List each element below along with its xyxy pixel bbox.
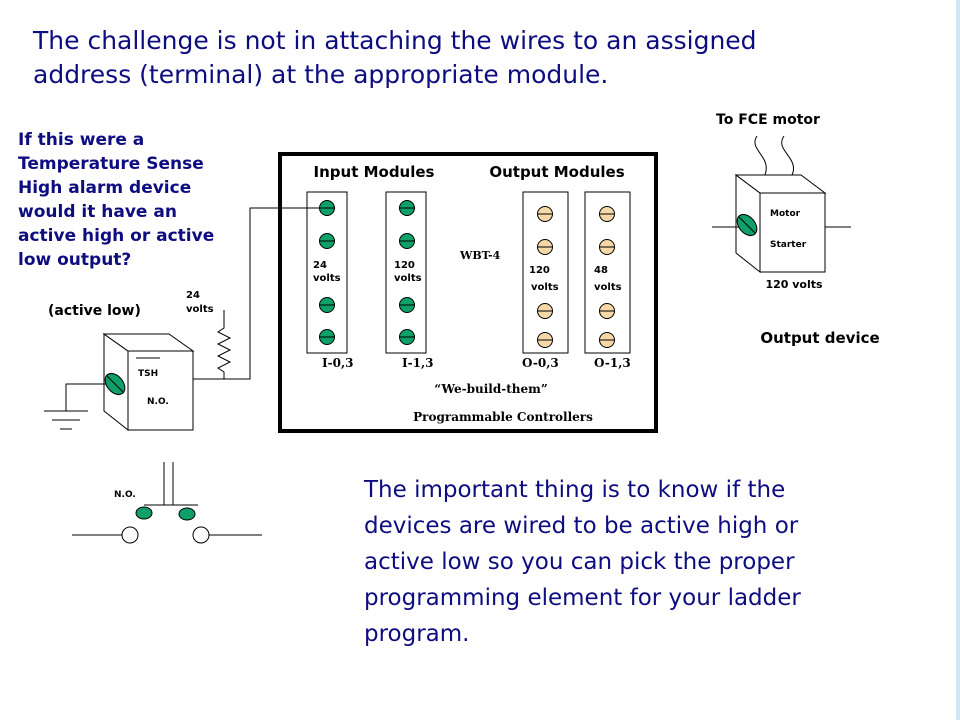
terminal-screw	[319, 233, 335, 249]
motor-terminal-screw	[736, 213, 758, 237]
input-module-i13: 120 volts I-1,3	[385, 191, 433, 370]
module-voltage-unit: volts	[313, 273, 341, 284]
ground-wire	[65, 383, 115, 411]
output-modules-label: Output Modules	[489, 163, 624, 181]
output-module-o03: 120 volts O-0,3	[522, 191, 569, 370]
slide-title: The challenge is not in attaching the wi…	[33, 26, 757, 89]
motor-voltage-label: 120 volts	[765, 278, 823, 291]
terminal-screw	[599, 303, 615, 319]
terminal-screw	[399, 329, 415, 345]
terminal-screw	[599, 239, 615, 255]
output-module-o13: 48 volts O-1,3	[584, 191, 631, 370]
controller-brand-label: “We-build-them”	[434, 382, 547, 396]
module-voltage: 48	[594, 265, 608, 276]
switch-no-label: N.O.	[114, 490, 136, 500]
module-voltage: 120	[394, 260, 415, 271]
tsh-label: TSH	[138, 369, 158, 379]
tsh-no-label: N.O.	[147, 397, 169, 407]
terminal-screw	[537, 239, 553, 255]
ground-icon	[44, 410, 88, 430]
no-switch-symbol: N.O.	[72, 462, 262, 544]
controller-model-label: WBT-4	[459, 249, 501, 262]
terminal-screw	[537, 206, 553, 222]
module-address: O-1,3	[594, 356, 631, 370]
terminal-screw	[399, 233, 415, 249]
starter-label: Starter	[770, 240, 807, 250]
supply-voltage-unit: volts	[186, 304, 214, 315]
terminal-screw	[399, 297, 415, 313]
module-voltage-unit: volts	[594, 282, 622, 293]
module-voltage: 24	[313, 260, 327, 271]
module-voltage: 120	[529, 265, 550, 276]
terminal-screw	[599, 332, 615, 348]
module-voltage-unit: volts	[394, 273, 422, 284]
input-module-i03: 24 volts I-0,3	[306, 191, 353, 370]
motor-starter: Motor Starter	[734, 174, 827, 274]
module-address: O-0,3	[522, 356, 559, 370]
supply-voltage: 24	[186, 290, 200, 301]
pull-up-resistor	[216, 310, 232, 379]
motor-label: Motor	[770, 209, 801, 219]
input-modules-label: Input Modules	[314, 163, 435, 181]
controller-footer-label: Programmable Controllers	[413, 410, 593, 424]
terminal-screw	[537, 332, 553, 348]
signal-wire	[193, 207, 320, 380]
terminal-screw	[319, 200, 335, 216]
tsh-terminal-screw	[104, 372, 126, 396]
module-voltage-unit: volts	[531, 282, 559, 293]
to-fce-motor-label: To FCE motor	[716, 112, 820, 128]
active-low-label: (active low)	[48, 303, 141, 319]
terminal-screw	[319, 329, 335, 345]
terminal-screw	[537, 303, 553, 319]
terminal-screw	[599, 206, 615, 222]
module-address: I-1,3	[402, 356, 433, 370]
terminal-screw	[399, 200, 415, 216]
terminal-screw	[319, 297, 335, 313]
output-device-label: Output device	[760, 329, 879, 347]
tsh-device: TSH N.O.	[102, 333, 195, 432]
module-address: I-0,3	[322, 356, 353, 370]
